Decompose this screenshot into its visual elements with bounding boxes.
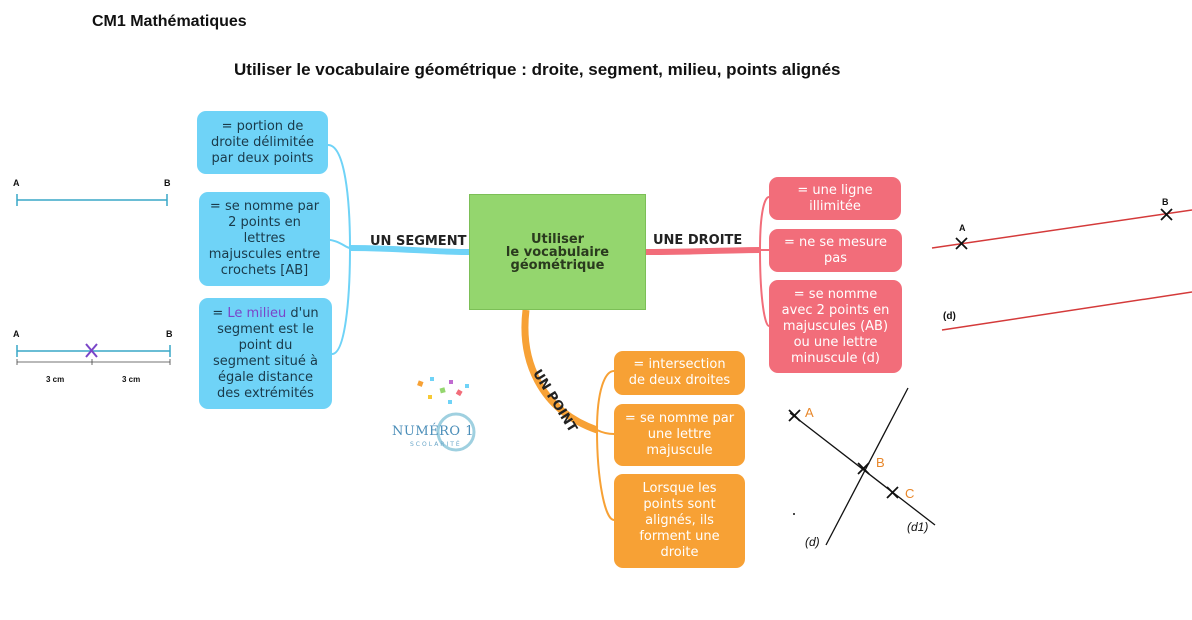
droite-point-b: B bbox=[1162, 197, 1169, 207]
branch-label-segment[interactable]: UN SEGMENT bbox=[370, 234, 467, 249]
milieu-distance-1: 3 cm bbox=[46, 375, 65, 384]
connector-droite-main bbox=[645, 247, 761, 255]
branch-label-droite[interactable]: UNE DROITE bbox=[653, 233, 743, 248]
page-title: Utiliser le vocabulaire géométrique : dr… bbox=[234, 60, 841, 79]
segment-point-a: A bbox=[13, 178, 20, 188]
connector-droite-1 bbox=[759, 196, 770, 251]
connector-point-3 bbox=[596, 429, 615, 521]
figure-milieu bbox=[16, 343, 171, 365]
logo-graphic bbox=[417, 377, 476, 452]
milieu-point-b: B bbox=[166, 329, 173, 339]
droite-point-a: A bbox=[959, 223, 966, 233]
figure-segment bbox=[16, 194, 168, 206]
central-topic-line-2: le vocabulaire bbox=[505, 244, 610, 260]
intersection-line-d: (d) bbox=[805, 535, 820, 549]
central-topic-line-3: géométrique bbox=[510, 257, 605, 273]
segment-milieu-box[interactable]: = Le milieu d'un segment est le point du… bbox=[199, 298, 332, 409]
intersection-point-b: B bbox=[876, 455, 885, 470]
connector-droite-3 bbox=[759, 249, 770, 327]
connector-segment-main bbox=[349, 245, 470, 255]
milieu-point-a: A bbox=[13, 329, 20, 339]
point-naming-box[interactable]: = se nomme par une lettre majuscule bbox=[614, 404, 745, 466]
connector-point-2 bbox=[596, 429, 615, 435]
segment-naming-box[interactable]: = se nomme par 2 points en lettres majus… bbox=[199, 192, 330, 286]
milieu-highlight: Le milieu bbox=[227, 305, 287, 321]
course-heading: CM1 Mathématiques bbox=[92, 13, 247, 30]
intersection-point-c: C bbox=[905, 486, 915, 501]
intersection-point-a: A bbox=[805, 405, 814, 420]
droite-definition-box[interactable]: = une ligne illimitée bbox=[769, 177, 901, 220]
droite-d-label: (d) bbox=[943, 311, 956, 322]
figure-droite-ab bbox=[931, 208, 1192, 250]
central-topic[interactable]: Utiliser le vocabulaire géométrique bbox=[469, 194, 646, 310]
connector-point-main bbox=[521, 309, 599, 434]
segment-point-b: B bbox=[164, 178, 171, 188]
central-topic-line-1: Utiliser bbox=[530, 231, 585, 247]
connector-segment-3 bbox=[331, 247, 351, 355]
point-intersection-box[interactable]: = intersection de deux droites bbox=[614, 351, 745, 395]
droite-measure-box[interactable]: = ne se mesure pas bbox=[769, 229, 902, 272]
segment-definition-box[interactable]: = portion de droite délimitée par deux p… bbox=[197, 111, 328, 174]
connector-point-1 bbox=[596, 370, 615, 431]
milieu-distance-2: 3 cm bbox=[122, 375, 141, 384]
intersection-line-d1: (d1) bbox=[907, 520, 929, 534]
milieu-text: = Le milieu d'un segment est le point du… bbox=[212, 305, 319, 401]
point-aligned-box[interactable]: Lorsque les points sont alignés, ils for… bbox=[614, 474, 745, 568]
figure-intersection bbox=[788, 387, 936, 546]
logo-wordmark: NUMÉRO 1 bbox=[392, 424, 474, 439]
droite-naming-box[interactable]: = se nomme avec 2 points en majuscules (… bbox=[769, 280, 902, 373]
figure-droite-d bbox=[941, 291, 1192, 331]
connector-segment-1 bbox=[327, 144, 351, 249]
logo-subtitle: SCOLARITÉ bbox=[410, 441, 462, 448]
